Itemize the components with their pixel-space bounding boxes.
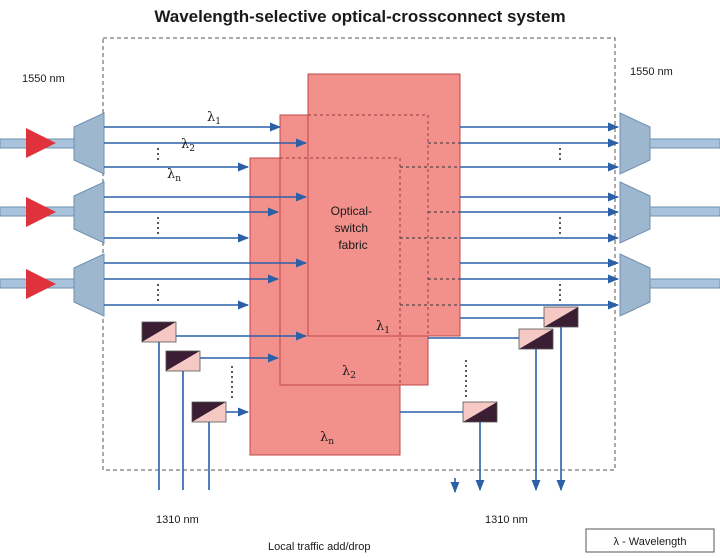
- system-boundary: [102, 37, 616, 471]
- mux-icon: [619, 112, 651, 175]
- add-drop-filter-icon: [543, 306, 579, 328]
- mux-icon: [619, 181, 651, 244]
- add-wavelength-label: 1310 nm: [156, 514, 199, 526]
- output-arrows: [460, 122, 620, 310]
- input-amplifiers: [26, 128, 56, 299]
- output-wavelength-label: 1550 nm: [630, 66, 673, 78]
- drop-demultiplexers: [462, 306, 579, 423]
- output-fibers: [639, 138, 720, 289]
- drop-feed-lines: [400, 317, 544, 413]
- fabric-plane-lambda-1: [307, 73, 461, 337]
- input-wavelength-label: 1550 nm: [22, 73, 65, 85]
- input-arrows: [104, 122, 308, 310]
- add-drop-filter-icon: [141, 321, 177, 343]
- lambda-n-label: λn: [167, 167, 181, 184]
- amplifier-icon: [26, 128, 56, 158]
- plane-label-lambda-n: λn: [320, 430, 334, 447]
- diagram-title: Wavelength-selective optical-crossconnec…: [154, 7, 565, 26]
- add-multiplexers: [141, 321, 227, 423]
- plane-label-lambda-1: λ1: [376, 319, 390, 336]
- fabric-label: Optical- switch fabric: [331, 204, 376, 252]
- local-traffic-label: Local traffic add/drop: [268, 541, 371, 553]
- output-multiplexers: [619, 112, 651, 317]
- add-drop-filter-icon: [462, 401, 498, 423]
- add-drop-filter-icon: [518, 328, 554, 350]
- legend-box: [585, 528, 715, 553]
- demux-icon: [73, 112, 105, 175]
- drop-arrows: [450, 327, 566, 494]
- rear-plane-output-links: [400, 142, 460, 306]
- fabric-planes: [249, 73, 461, 456]
- add-drop-filter-icon: [191, 401, 227, 423]
- drop-wavelength-label: 1310 nm: [485, 514, 528, 526]
- amplifier-icon: [26, 269, 56, 299]
- add-arrows: [176, 331, 308, 417]
- demux-icon: [73, 181, 105, 244]
- add-drop-filter-icon: [165, 350, 201, 372]
- lambda-1-label: λ1: [207, 110, 221, 127]
- mux-icon: [619, 253, 651, 317]
- input-demultiplexers: [73, 112, 105, 317]
- lambda-2-label: λ2: [181, 137, 195, 154]
- demux-icon: [73, 253, 105, 317]
- plane-label-lambda-2: λ2: [342, 364, 356, 381]
- amplifier-icon: [26, 197, 56, 227]
- add-vertical-lines: [158, 342, 210, 490]
- legend-text: λ - Wavelength: [614, 536, 687, 548]
